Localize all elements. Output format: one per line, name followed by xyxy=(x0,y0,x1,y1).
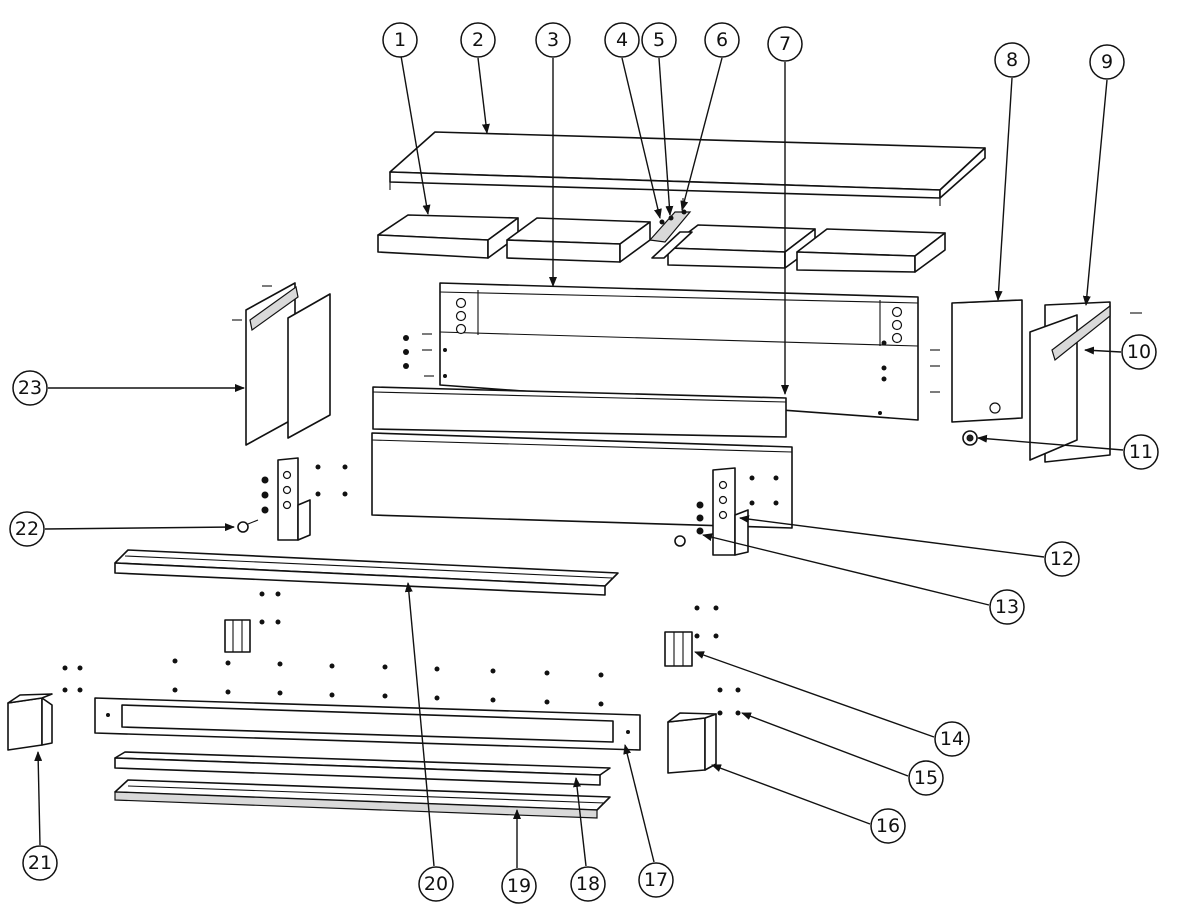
balloon-20: 20 xyxy=(418,866,454,902)
front-panel xyxy=(372,386,787,438)
balloon-17: 17 xyxy=(638,862,674,898)
balloon-label: 21 xyxy=(28,852,52,874)
balloon-6: 6 xyxy=(704,22,740,58)
base-rail xyxy=(114,779,611,819)
bolt xyxy=(237,519,259,533)
top-cover xyxy=(389,131,986,206)
balloon-3: 3 xyxy=(535,22,571,58)
balloon-22: 22 xyxy=(9,511,45,547)
balloon-8: 8 xyxy=(994,42,1030,78)
left-end-box xyxy=(7,693,53,751)
balloon-18: 18 xyxy=(570,866,606,902)
balloon-19: 19 xyxy=(501,868,537,904)
balloon-label: 11 xyxy=(1129,441,1153,463)
balloon-14: 14 xyxy=(934,721,970,757)
control-panel xyxy=(951,299,1023,423)
balloon-5: 5 xyxy=(641,22,677,58)
right-end-box xyxy=(667,712,717,774)
balloon-12: 12 xyxy=(1044,541,1080,577)
balloon-label: 17 xyxy=(644,869,668,891)
lower-front-panel xyxy=(371,432,793,529)
balloon-label: 2 xyxy=(472,29,484,51)
balloon-label: 13 xyxy=(995,596,1019,618)
knob xyxy=(962,430,978,446)
balloon-label: 6 xyxy=(716,29,728,51)
balloon-1: 1 xyxy=(382,22,418,58)
balloon-label: 12 xyxy=(1050,548,1074,570)
part-balloons: 1 2 3 4 5 6 7 8 9 10 11 12 13 14 15 16 1… xyxy=(9,22,1159,904)
balloon-label: 10 xyxy=(1127,341,1151,363)
balloon-label: 23 xyxy=(18,377,42,399)
balloon-16: 16 xyxy=(870,808,906,844)
balloon-13: 13 xyxy=(989,589,1025,625)
left-end-panel xyxy=(232,282,331,446)
base-plate xyxy=(94,697,641,751)
lower-channel xyxy=(114,751,611,786)
balloon-label: 14 xyxy=(940,728,964,750)
balloon-15: 15 xyxy=(908,760,944,796)
balloon-label: 4 xyxy=(616,29,628,51)
element-clip xyxy=(648,198,693,259)
right-end-panel xyxy=(1029,301,1142,463)
balloon-label: 5 xyxy=(653,29,665,51)
balloon-label: 22 xyxy=(15,518,39,540)
balloon-21: 21 xyxy=(22,845,58,881)
balloon-label: 15 xyxy=(914,767,938,789)
mounting-hardware-dots xyxy=(62,591,741,716)
balloon-label: 8 xyxy=(1006,49,1018,71)
left-leg-bracket xyxy=(261,457,348,541)
balloon-10: 10 xyxy=(1121,334,1157,370)
balloon-4: 4 xyxy=(604,22,640,58)
balloon-label: 20 xyxy=(424,873,448,895)
corner-clips xyxy=(224,619,693,667)
balloon-label: 16 xyxy=(876,815,900,837)
balloon-label: 1 xyxy=(394,29,406,51)
balloon-label: 7 xyxy=(779,33,791,55)
balloon-7: 7 xyxy=(767,26,803,62)
balloon-label: 9 xyxy=(1101,51,1113,73)
balloon-11: 11 xyxy=(1123,434,1159,470)
balloon-9: 9 xyxy=(1089,44,1125,80)
leader-lines xyxy=(34,49,1124,868)
balloon-label: 19 xyxy=(507,875,531,897)
rear-panel xyxy=(403,282,940,421)
balloon-label: 18 xyxy=(576,873,600,895)
balloon-23: 23 xyxy=(12,370,48,406)
upper-channel xyxy=(114,549,619,596)
balloon-label: 3 xyxy=(547,29,559,51)
balloon-2: 2 xyxy=(460,22,496,58)
